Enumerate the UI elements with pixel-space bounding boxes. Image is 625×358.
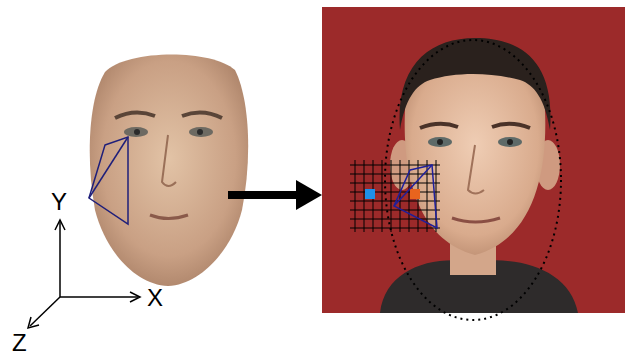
axis-label: X [147,286,163,310]
photo [322,7,625,320]
mapping-arrow [228,180,322,210]
axis-label: Y [51,190,67,214]
face-model [89,54,248,286]
axis-label: Z [12,331,27,355]
coordinate-axes [28,220,140,328]
